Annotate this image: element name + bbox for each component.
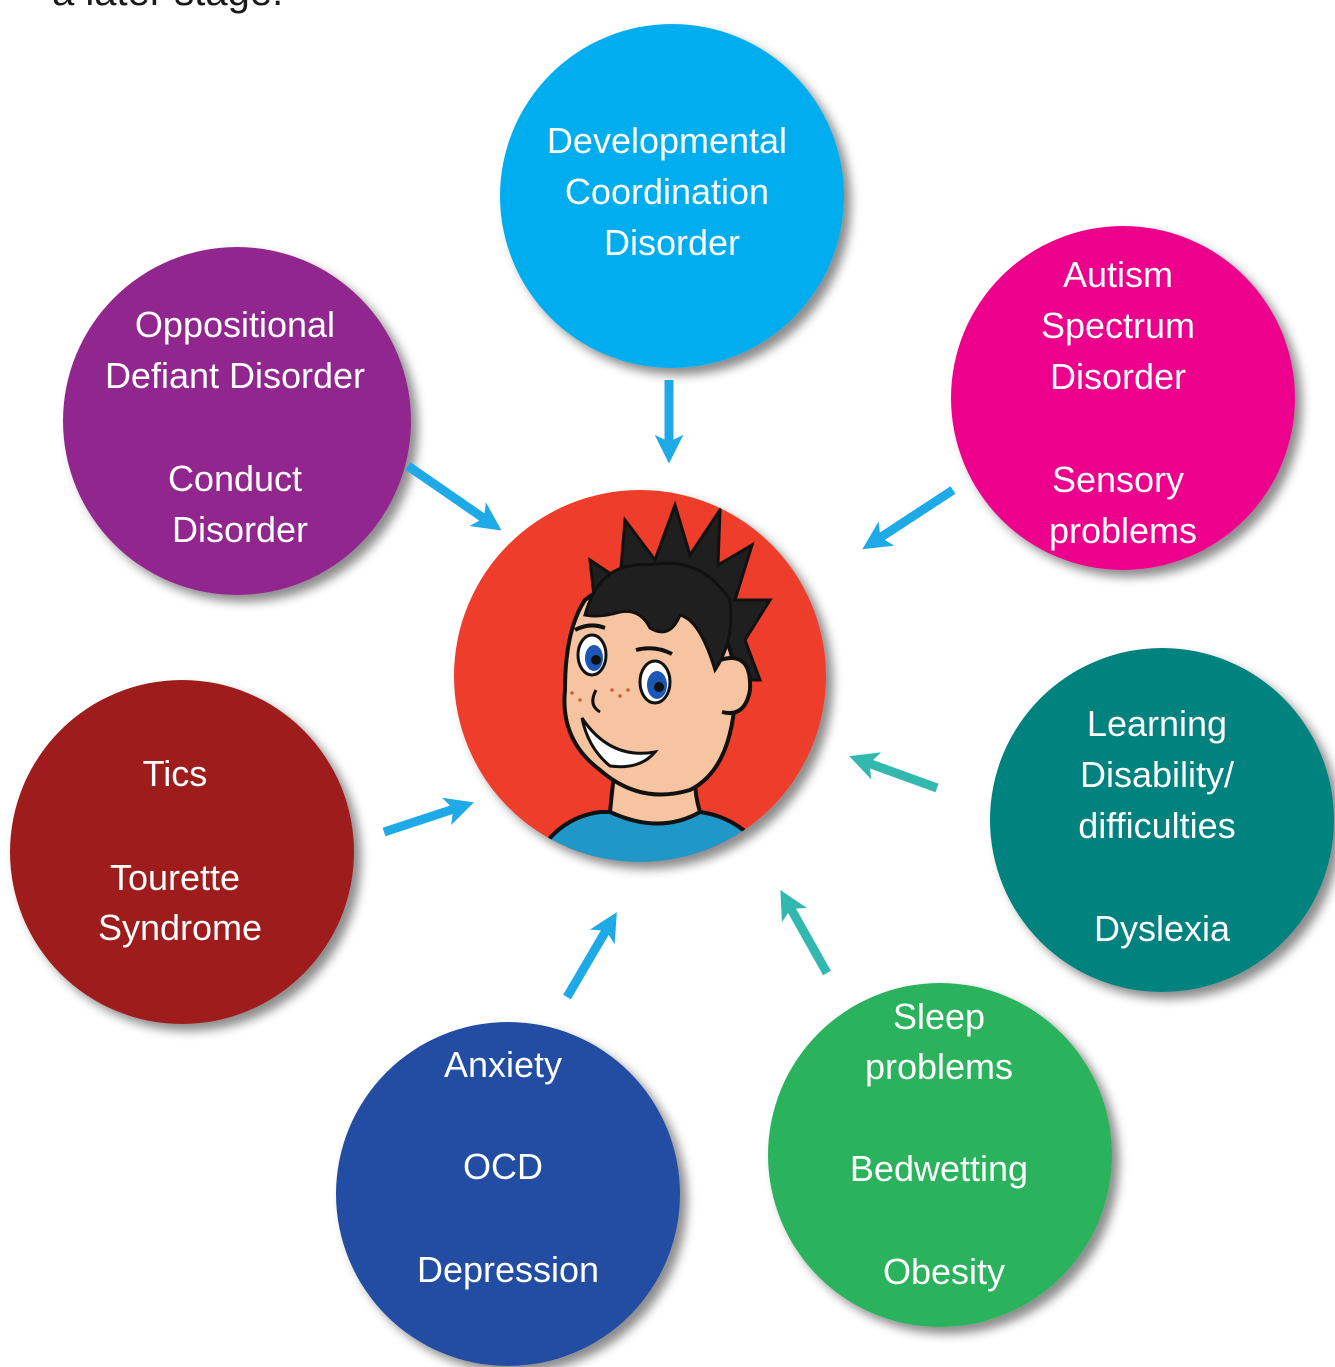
- node-sleep-line: Obesity: [883, 1251, 1005, 1292]
- node-dcd-circle: [500, 24, 844, 368]
- node-anx: Anxiety OCD Depression: [336, 1022, 680, 1366]
- node-dcd-line: Developmental: [547, 120, 787, 161]
- node-ld-label: Learning Disability/ difficulties Dyslex…: [1078, 703, 1245, 949]
- node-dcd-line: Disorder: [604, 222, 740, 263]
- node-dcd-label: Developmental Coordination Disorder: [547, 120, 797, 263]
- node-odd-line: Disorder: [172, 509, 308, 550]
- node-asd-label: Autism Spectrum Disorder Sensory problem…: [1041, 254, 1205, 551]
- node-sleep: Sleep problems Bedwetting Obesity: [768, 983, 1112, 1327]
- node-asd-line: Spectrum: [1041, 305, 1195, 346]
- node-asd-circle: [951, 226, 1295, 570]
- center-node: [454, 490, 826, 862]
- node-anx-line: Anxiety: [444, 1044, 562, 1085]
- node-asd-line: Sensory: [1052, 459, 1184, 500]
- node-ld-line: Learning: [1087, 703, 1227, 744]
- node-anx-line: OCD: [463, 1146, 543, 1187]
- intro-text-fragment: a later stage.: [52, 0, 283, 16]
- node-sleep-line: Sleep: [893, 996, 985, 1037]
- arrow-asd: [862, 486, 956, 550]
- node-anx-circle: [336, 1022, 680, 1366]
- node-odd-circle: [63, 247, 411, 595]
- node-dcd: Developmental Coordination Disorder: [500, 24, 844, 368]
- node-ld-line: Dyslexia: [1094, 908, 1231, 949]
- node-asd: Autism Spectrum Disorder Sensory problem…: [951, 226, 1295, 570]
- node-odd-line: Conduct: [168, 458, 302, 499]
- node-asd-line: Autism: [1063, 254, 1173, 295]
- arrow-anx: [563, 912, 617, 1000]
- node-asd-line: Disorder: [1050, 356, 1186, 397]
- node-sleep-line: problems: [865, 1046, 1013, 1087]
- node-odd-line: Defiant Disorder: [105, 355, 365, 396]
- node-tics-line: Tourette: [110, 857, 240, 898]
- node-ld: Learning Disability/ difficulties Dyslex…: [990, 648, 1334, 992]
- node-ld-circle: [990, 648, 1334, 992]
- node-sleep-circle: [768, 983, 1112, 1327]
- node-ld-line: Disability/: [1080, 754, 1234, 795]
- node-odd: Oppositional Defiant Disorder Conduct Di…: [63, 247, 411, 595]
- node-tics-label: Tics Tourette Syndrome: [98, 753, 262, 948]
- node-tics-line: Syndrome: [98, 907, 262, 948]
- node-sleep-line: Bedwetting: [850, 1148, 1028, 1189]
- node-anx-label: Anxiety OCD Depression: [417, 1044, 599, 1290]
- node-anx-line: Depression: [417, 1249, 599, 1290]
- node-tics-circle: [10, 680, 354, 1024]
- node-tics-line: Tics: [143, 753, 208, 794]
- node-asd-line: problems: [1049, 510, 1197, 551]
- arrow-ld: [849, 752, 939, 793]
- arrows: [382, 380, 956, 1000]
- arrow-tics: [382, 797, 474, 837]
- arrow-sleep: [780, 889, 831, 976]
- node-dcd-line: Coordination: [565, 171, 769, 212]
- arrow-odd: [405, 462, 502, 531]
- node-odd-line: Oppositional: [135, 304, 335, 345]
- node-ld-line: difficulties: [1078, 805, 1235, 846]
- node-odd-label: Oppositional Defiant Disorder Conduct Di…: [105, 304, 375, 550]
- node-sleep-label: Sleep problems Bedwetting Obesity: [850, 996, 1038, 1292]
- node-tics: Tics Tourette Syndrome: [10, 680, 354, 1024]
